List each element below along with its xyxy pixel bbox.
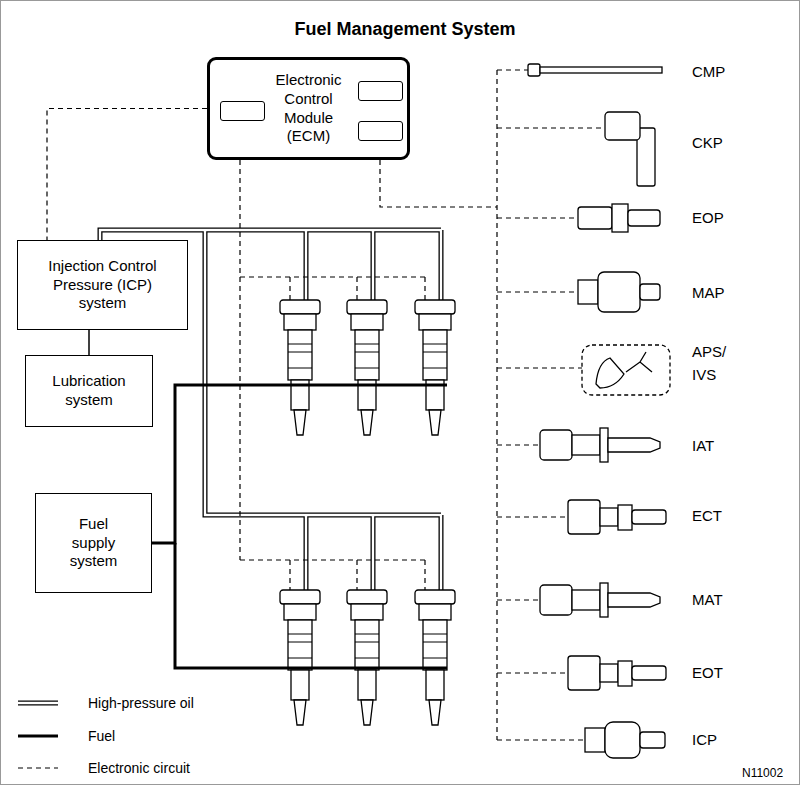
map-sensor — [640, 284, 660, 300]
map-sensor — [598, 272, 640, 312]
oil-line — [205, 230, 441, 590]
ect-sensor — [632, 510, 666, 524]
map-sensor — [578, 280, 598, 304]
legend-fuel-sample — [18, 735, 58, 738]
eot-sensor — [618, 661, 632, 686]
node-text-group: Electronic Control Module (ECM) — [210, 60, 407, 157]
legend-circuit-sample — [18, 767, 58, 768]
icp-sensor — [585, 728, 605, 752]
iat-sensor — [572, 435, 600, 455]
ckp-sensor — [605, 112, 640, 140]
eop-sensor — [578, 207, 612, 229]
icp-sensor — [605, 722, 640, 758]
circuit-wire — [240, 560, 425, 590]
oil-connector — [88, 330, 90, 355]
legend-text: Fuel — [88, 726, 115, 747]
system-box: Fuel supply system — [35, 493, 152, 593]
system-box: Injection Control Pressure (ICP) system — [17, 240, 188, 330]
sensor-name: APS/ IVS — [692, 341, 732, 386]
sensor-name: ECT — [692, 505, 722, 528]
eop-sensor — [612, 204, 628, 232]
oil-line — [205, 230, 441, 592]
icp-sensor — [640, 732, 665, 748]
sensor-symbols — [528, 64, 670, 758]
control-module-box: Electronic Control Module (ECM) — [207, 57, 410, 160]
diagram-title: Fuel Management System — [5, 18, 800, 41]
sensor-name: CKP — [692, 132, 723, 155]
electronic-circuit — [18, 70, 605, 768]
sensor-name: EOP — [692, 207, 724, 230]
sensor-name: IAT — [692, 435, 714, 458]
node-label: Fuel supply system — [64, 515, 124, 571]
mat-sensor — [608, 593, 660, 607]
mat-sensor — [572, 590, 600, 610]
aps-wire — [626, 352, 652, 372]
node-label: Electronic Control Module (ECM) — [269, 71, 349, 146]
injector — [347, 590, 387, 725]
circuit-wire — [380, 160, 497, 207]
iat-sensor — [540, 430, 572, 460]
fuel-line — [175, 543, 447, 668]
injector — [347, 300, 387, 435]
system-box: Lubrication system — [25, 355, 153, 427]
sensor-name: MAP — [692, 282, 725, 305]
figure-number: N11002 — [742, 764, 783, 782]
node-label: Lubrication system — [39, 372, 139, 410]
mat-sensor — [600, 583, 608, 617]
eot-sensor — [600, 664, 618, 682]
injector — [280, 590, 320, 725]
eop-sensor — [628, 210, 660, 226]
sensor-name: EOT — [692, 662, 723, 685]
iat-sensor — [608, 438, 660, 452]
eot-sensor — [568, 656, 600, 690]
sensor-wire — [497, 70, 605, 740]
module-slot — [358, 81, 403, 101]
legend-oil-sample — [18, 701, 58, 706]
eot-sensor — [632, 666, 666, 680]
injector — [280, 300, 320, 435]
legend-text: Electronic circuit — [88, 758, 190, 779]
injector — [415, 300, 455, 435]
node-text-group: Injection Control Pressure (ICP) system — [18, 241, 187, 329]
fuel-line — [18, 385, 447, 736]
circuit-wire — [240, 277, 425, 300]
ect-sensor — [568, 500, 600, 534]
mat-sensor — [540, 585, 572, 615]
cmp-sensor — [540, 67, 662, 73]
sensor-name: CMP — [692, 61, 725, 84]
sensor-name: MAT — [692, 589, 723, 612]
circuit-connector — [47, 109, 207, 241]
cmp-sensor — [528, 64, 540, 76]
sensor-name: ICP — [692, 729, 717, 752]
legend-oil-sample — [18, 702, 58, 704]
aps-sensor — [582, 345, 670, 395]
circuit-wire — [239, 160, 240, 560]
injector — [415, 590, 455, 725]
sensor-bus — [496, 70, 497, 740]
module-slot — [358, 121, 403, 141]
node-text-group: Fuel supply system — [36, 494, 151, 592]
iat-sensor — [600, 428, 608, 462]
node-label: Injection Control Pressure (ICP) system — [35, 257, 170, 313]
ect-sensor — [600, 508, 618, 526]
ect-sensor — [618, 505, 632, 530]
fuel-line — [152, 385, 447, 543]
node-text-group: Lubrication system — [26, 356, 152, 426]
legend-text: High-pressure oil — [88, 693, 194, 714]
module-slot — [220, 101, 265, 121]
aps-pedal — [596, 358, 624, 388]
